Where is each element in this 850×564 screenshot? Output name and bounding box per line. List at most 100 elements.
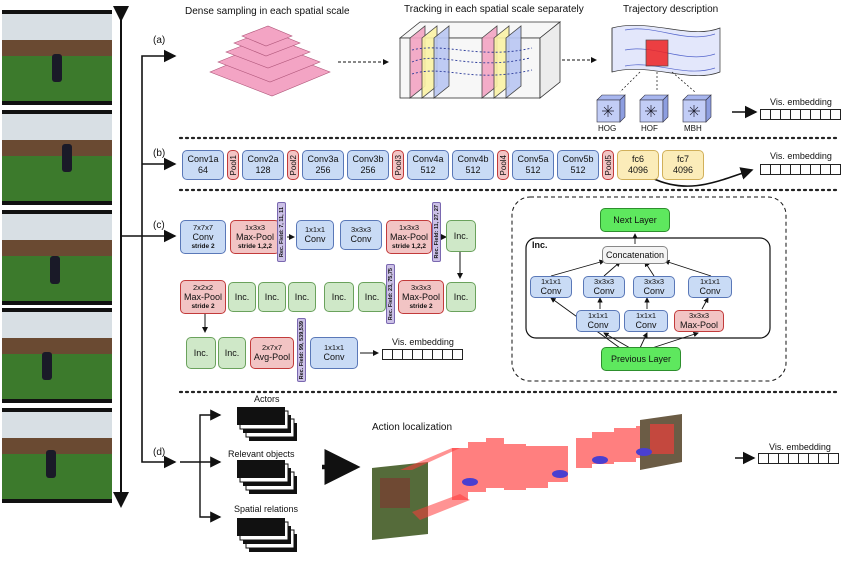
c3d-layer-label: Pool3 (393, 154, 403, 176)
c3d-layer-value: 128 (255, 165, 271, 175)
embedding-vector-c (382, 349, 463, 360)
descriptor-hof: HOF (641, 124, 658, 133)
c3d-layer-label: Pool1 (228, 154, 238, 176)
c-conv3x3-box: 3x3x3 Conv (340, 220, 382, 250)
descriptor-cubes (596, 94, 712, 123)
inception-concatenation: Concatenation (602, 246, 668, 264)
relevant-objects-label: Relevant objects (228, 449, 295, 459)
c3d-layer-pool5: Pool5 (602, 150, 614, 180)
c-inc-box-6: Inc. (358, 282, 386, 312)
inception-title: Inc. (532, 240, 548, 250)
c3d-layer-value: 4096 (627, 165, 649, 175)
trajectory-tube (611, 24, 721, 93)
actors-label: Actors (254, 394, 280, 404)
c3d-layer-label: fc7 (676, 154, 689, 164)
c-conv1x1-box: 1x1x1 Conv (296, 220, 334, 250)
c-receptive-field-2: Rec. Field: 11, 27, 27 (432, 202, 441, 262)
c3d-layer-label: Conv2a (247, 154, 279, 164)
c3d-layer-value: 64 (197, 165, 208, 175)
spatial-relations-label: Spatial relations (234, 504, 299, 514)
c-inc-box-1: Inc. (446, 220, 476, 252)
tracking-volume (398, 21, 562, 99)
inception-panel (511, 196, 787, 382)
sampling-pyramid (209, 25, 331, 97)
action-localization-label: Action localization (372, 422, 453, 433)
branch-arrows (121, 49, 177, 469)
c3d-layer-value: 4096 (672, 165, 694, 175)
c-inc-box-2: Inc. (228, 282, 256, 312)
c3d-layer-label: Conv3a (307, 154, 339, 164)
c3d-layer-label: Pool2 (288, 154, 298, 176)
c-inc-box-9: Inc. (218, 337, 246, 369)
c-receptive-field-3: Rec. Field: 23, 75,75 (386, 264, 395, 324)
c-inc-box-3: Inc. (258, 282, 286, 312)
embedding-label-a: Vis. embedding (770, 97, 832, 107)
video-frame-1 (2, 10, 112, 105)
c-inc-box-8: Inc. (186, 337, 216, 369)
c3d-layer-label: Conv5b (562, 154, 594, 164)
c3d-layer-label: Conv4a (412, 154, 444, 164)
c3d-layer-value: 512 (465, 165, 481, 175)
inception-next-layer: Next Layer (600, 208, 670, 232)
inception-inner (525, 237, 771, 339)
fc7-to-embedding-arrow (651, 167, 754, 187)
c-conv-final-box: 1x1x1 Conv (310, 337, 358, 369)
c-maxpool2-box: 1x3x3 Max-Pool stride 1,2,2 (386, 220, 432, 254)
video-frame-4 (2, 308, 112, 403)
c-maxpool1-box: 1x3x3 Max-Pool stride 1,2,2 (230, 220, 280, 254)
c3d-layer-pool3: Pool3 (392, 150, 404, 180)
embedding-vector-a (760, 109, 841, 120)
embedding-vector-d (758, 453, 839, 464)
c-inc-box-4: Inc. (288, 282, 316, 312)
trajectory-label: Trajectory description (623, 4, 719, 15)
c3d-layer-value: 512 (420, 165, 436, 175)
c-inc-box-5: Inc. (324, 282, 354, 312)
c3d-layer-label: Pool5 (603, 154, 613, 176)
branch-label-b: (b) (153, 148, 166, 159)
branch-label-d: (d) (153, 447, 166, 458)
c-maxpool3-box: 2x2x2 Max-Pool stride 2 (180, 280, 226, 314)
embedding-label-b: Vis. embedding (770, 151, 832, 161)
c3d-layer-label: Conv3b (352, 154, 384, 164)
c-receptive-field-4: Rec. Field: 99, 539,539 (297, 318, 306, 382)
separators (178, 136, 842, 394)
localization-tube (372, 414, 682, 540)
c-maxpool4-box: 3x3x3 Max-Pool stride 2 (398, 280, 444, 314)
descriptor-hog: HOG (598, 124, 617, 133)
c3d-layer-value: 512 (570, 165, 586, 175)
c-avgpool-box: 2x7x7 Avg-Pool (250, 337, 294, 369)
video-frame-2 (2, 110, 112, 205)
frame-stacks (237, 407, 297, 552)
c3d-layer-pool4: Pool4 (497, 150, 509, 180)
branch-label-c: (c) (153, 220, 165, 231)
tracking-label: Tracking in each spatial scale separatel… (404, 4, 584, 15)
embedding-label-c: Vis. embedding (392, 337, 454, 347)
c3d-layer-label: fc6 (631, 154, 644, 164)
c3d-layer-label: Conv5a (517, 154, 549, 164)
branch-label-a: (a) (153, 35, 166, 46)
video-frame-3 (2, 210, 112, 305)
video-frame-5 (2, 408, 112, 503)
c3d-layer-value: 512 (525, 165, 541, 175)
c3d-layer-value: 256 (315, 165, 331, 175)
embedding-label-d: Vis. embedding (769, 442, 831, 452)
descriptor-mbh: MBH (684, 124, 702, 133)
c-inc-box-7: Inc. (446, 282, 476, 312)
